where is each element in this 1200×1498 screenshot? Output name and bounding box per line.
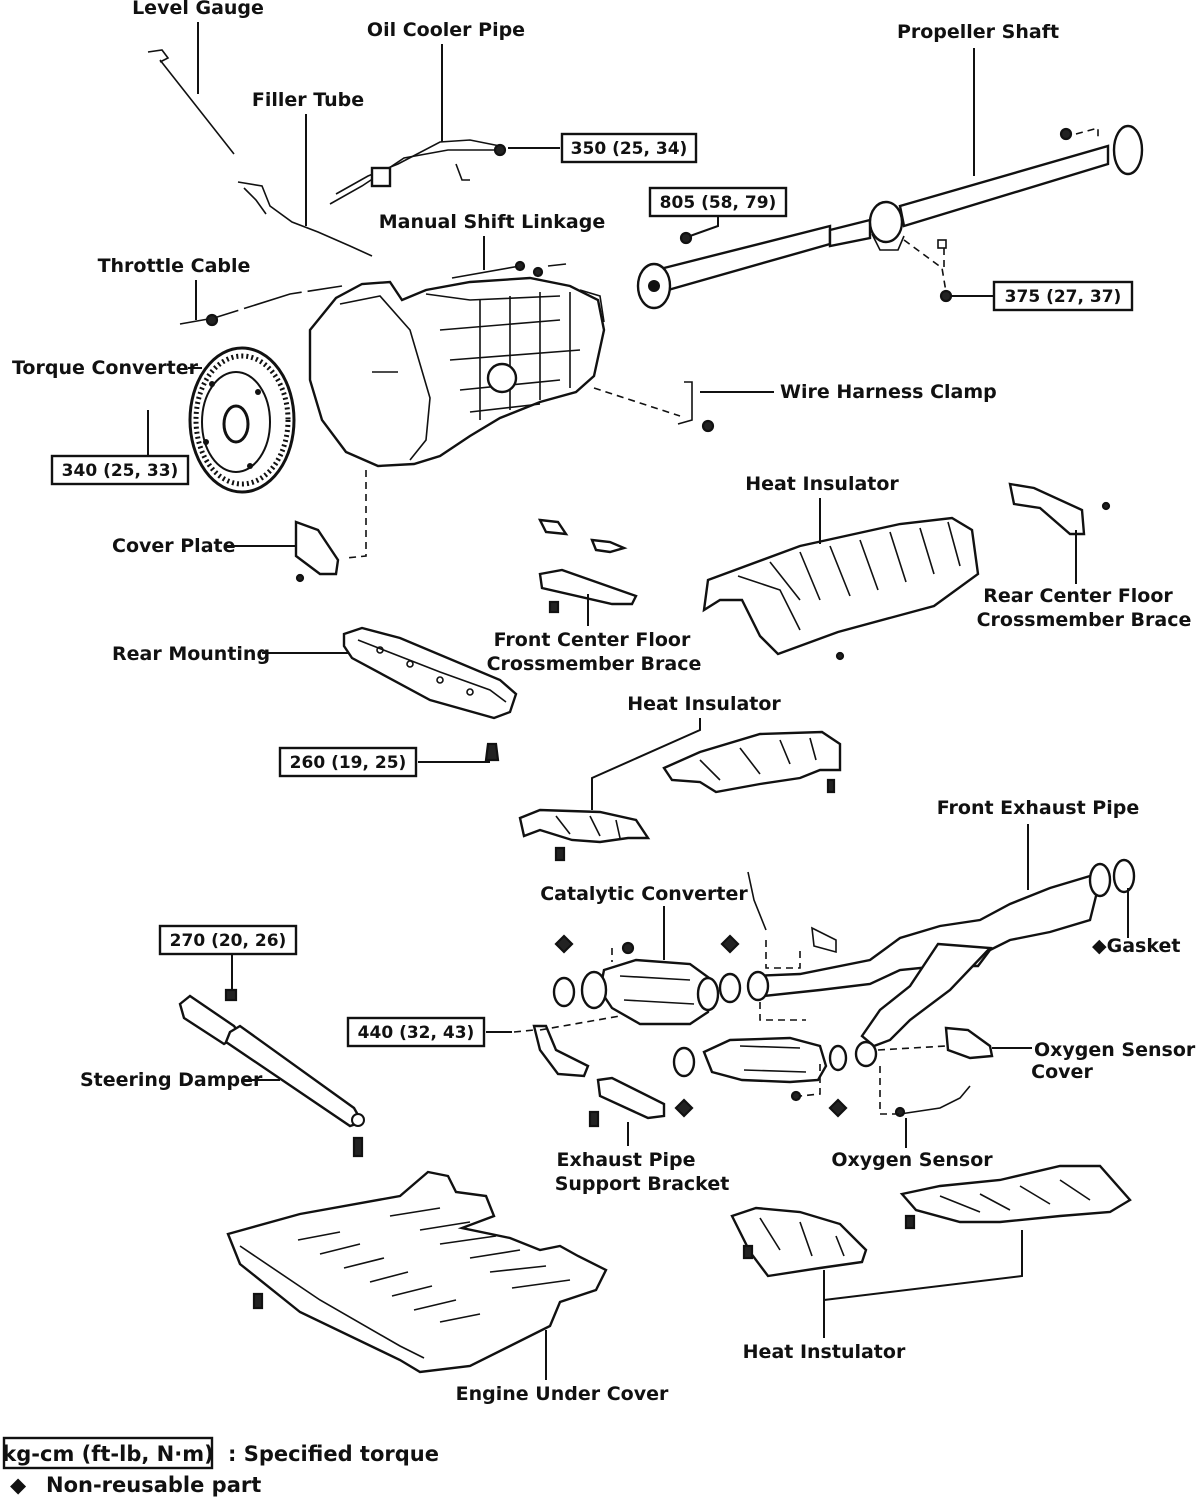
label-heat-instulator-bottom: Heat Instulator [743,1341,906,1363]
label-cover-plate: Cover Plate [112,535,235,557]
manual-shift-linkage-part [451,260,567,279]
torque-box-805 [648,186,788,218]
oil-cooler-pipe-part [329,139,507,205]
label-front-center-floor-2: Crossmember Brace [487,653,702,675]
part-labels: Level Gauge Oil Cooler Pipe Propeller Sh… [12,0,1196,1405]
torque-260: 260 (19, 25) [290,753,407,773]
label-oil-cooler-pipe: Oil Cooler Pipe [367,19,525,41]
label-filler-tube: Filler Tube [252,89,364,111]
torque-converter-part [188,346,296,494]
label-steering-damper: Steering Damper [80,1069,263,1091]
heat-instulator-bottom-part [730,1164,1132,1278]
label-manual-shift-linkage: Manual Shift Linkage [379,211,606,233]
label-heat-insulator-top: Heat Insulator [745,473,899,495]
label-wire-harness-clamp: Wire Harness Clamp [780,381,997,403]
engine-under-cover-part [226,1170,608,1374]
sub-converter-part [702,1036,878,1102]
label-catalytic-converter: Catalytic Converter [540,883,748,905]
label-engine-under-cover: Engine Under Cover [456,1383,669,1405]
front-center-floor-brace-part [537,518,638,614]
exhaust-pipe-support-bracket-part [532,1024,666,1128]
throttle-cable-part [179,285,343,327]
label-rear-center-floor-1: Rear Center Floor [983,585,1173,607]
legend-unit-label: kg-cm (ft-lb, N·m) [2,1442,213,1466]
label-rear-center-floor-2: Crossmember Brace [977,609,1192,631]
front-exhaust-pipe-part [746,862,1112,1048]
torque-375: 375 (27, 37) [1005,287,1122,307]
transmission-part [308,276,606,468]
torque-box-440 [346,1016,486,1048]
legend-unit-box [2,1436,214,1470]
label-rear-mounting: Rear Mounting [112,643,270,665]
steering-damper-part [178,988,365,1158]
oxygen-sensor-part [894,1085,971,1118]
torque-box-350 [560,132,698,164]
oxygen-sensor-cover-part [944,1026,994,1060]
torque-350: 350 (25, 34) [571,139,688,159]
cover-plate-part [294,520,340,583]
gaskets-part [552,858,1136,1118]
label-exhaust-pipe-support-1: Exhaust Pipe [556,1149,695,1171]
label-front-center-floor-1: Front Center Floor [494,629,691,651]
torque-box-260 [278,746,418,778]
legend: kg-cm (ft-lb, N·m) : Specified torque ◆ … [2,1436,439,1497]
leader-lines [147,22,1129,1380]
torque-440: 440 (32, 43) [358,1023,475,1043]
torque-specs: 350 (25, 34) 805 (58, 79) 375 (27, 37) 3… [50,132,1134,1048]
legend-specified-torque: : Specified torque [228,1442,439,1466]
torque-340: 340 (25, 33) [62,461,179,481]
label-front-exhaust-pipe: Front Exhaust Pipe [937,797,1139,819]
legend-diamond-icon: ◆ [10,1473,27,1497]
torque-box-375 [992,280,1134,312]
label-torque-converter: Torque Converter [12,357,199,379]
label-exhaust-pipe-support-2: Support Bracket [555,1173,730,1195]
heat-insulator-mid-part [518,730,842,862]
wire-harness-clamp-part [677,381,715,433]
filler-tube-part [237,181,373,257]
label-oxygen-sensor-cover-2: Cover [1031,1061,1093,1083]
label-oxygen-sensor-cover-1: Oxygen Sensor [1034,1039,1196,1061]
torque-270: 270 (20, 26) [170,931,287,951]
rear-mounting-part [342,626,518,762]
legend-non-reusable: Non-reusable part [46,1473,261,1497]
torque-805: 805 (58, 79) [660,193,777,213]
propeller-shaft-part [636,124,1144,310]
alignment-lines [345,126,1099,1115]
heat-insulator-top-part [702,516,980,661]
rear-center-floor-brace-part [1008,482,1111,536]
label-oxygen-sensor: Oxygen Sensor [831,1149,993,1171]
label-heat-insulator-mid: Heat Insulator [627,693,781,715]
label-gasket: ◆Gasket [1092,935,1180,957]
label-propeller-shaft: Propeller Shaft [897,21,1059,43]
label-throttle-cable: Throttle Cable [98,255,251,277]
torque-box-340 [50,454,190,486]
torque-box-270 [158,924,298,956]
label-level-gauge: Level Gauge [132,0,264,19]
level-gauge-part [147,49,235,155]
catalytic-converter-part [580,941,720,1026]
